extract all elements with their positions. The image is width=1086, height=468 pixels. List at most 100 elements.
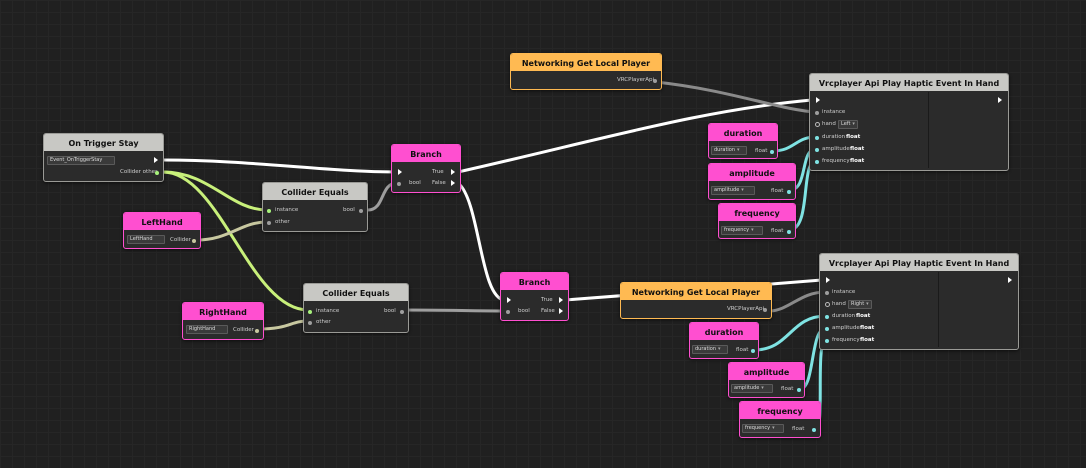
duration-in-port[interactable] (825, 315, 829, 319)
lefthand-value: LeftHand (130, 236, 153, 242)
node-title: Networking Get Local Player (511, 54, 661, 71)
float-out-port[interactable] (812, 428, 816, 432)
node-title: LeftHand (124, 213, 200, 230)
collider-out-label: Collider (233, 327, 254, 333)
lefthand-field[interactable]: LeftHand (127, 235, 165, 244)
bool-wire (401, 308, 507, 313)
exec-in-port[interactable] (816, 97, 820, 103)
amplitude-variable-node[interactable]: amplitude amplitude▾ float (708, 163, 796, 200)
hand-value: Left (841, 121, 851, 127)
hand-value: Right (851, 301, 865, 307)
instance-in-port[interactable] (267, 209, 271, 213)
instance-in-port[interactable] (825, 291, 829, 295)
amplitude-field[interactable]: amplitude▾ (731, 384, 773, 393)
righthand-field[interactable]: RightHand (186, 325, 228, 334)
exec-out-port[interactable] (1008, 277, 1012, 283)
hand-in-port[interactable] (825, 302, 830, 307)
instance-label: instance (822, 109, 846, 115)
other-in-port[interactable] (308, 321, 312, 325)
frequency-field[interactable]: frequency▾ (742, 424, 784, 433)
collider-out-port[interactable] (192, 239, 196, 243)
duration-field[interactable]: duration▾ (692, 345, 728, 354)
amplitude-label: amplitude (822, 146, 850, 152)
branch-node[interactable]: Branch bool True False (391, 144, 461, 193)
collider-wire (162, 170, 268, 212)
node-title: frequency (719, 204, 795, 221)
hand-dropdown[interactable]: Right▾ (848, 300, 872, 309)
float-out-port[interactable] (770, 150, 774, 154)
frequency-field[interactable]: frequency▾ (721, 226, 763, 235)
hand-dropdown[interactable]: Left▾ (838, 120, 858, 129)
frequency-in-port[interactable] (815, 160, 819, 164)
exec-out-port[interactable] (998, 97, 1002, 103)
condition-in-port[interactable] (506, 310, 510, 314)
frequency-variable-node[interactable]: frequency frequency▾ float (718, 203, 796, 239)
chevron-down-icon: ▾ (866, 301, 869, 307)
collider-out-port[interactable] (255, 329, 259, 333)
play-haptic-event-node[interactable]: Vrcplayer Api Play Haptic Event In Hand … (809, 73, 1009, 171)
duration-variable-node[interactable]: duration duration▾ float (708, 123, 778, 159)
instance-in-port[interactable] (308, 310, 312, 314)
player-wire (769, 290, 827, 313)
event-name-value: Event_OnTriggerStay (50, 157, 103, 163)
exec-wire (456, 181, 506, 302)
amplitude-field[interactable]: amplitude▾ (711, 186, 755, 195)
collider-out-label: Collider (170, 237, 191, 243)
exec-in-port[interactable] (398, 169, 402, 175)
node-title: Branch (501, 273, 568, 290)
duration-field[interactable]: duration▾ (711, 146, 747, 155)
true-out-port[interactable] (451, 169, 455, 175)
float-out-port[interactable] (751, 349, 755, 353)
amplitude-in-port[interactable] (815, 148, 819, 152)
collider-out-port[interactable] (155, 171, 159, 175)
player-out-label: VRCPlayerApi (727, 306, 765, 312)
node-title: Collider Equals (263, 183, 367, 200)
exec-wire (162, 158, 398, 174)
exec-out-port[interactable] (154, 157, 158, 163)
collider-equals-node[interactable]: Collider Equals instance other bool (303, 283, 409, 333)
lefthand-node[interactable]: LeftHand LeftHand Collider (123, 212, 201, 249)
condition-in-port[interactable] (397, 182, 401, 186)
righthand-node[interactable]: RightHand RightHand Collider (182, 302, 264, 340)
instance-in-port[interactable] (815, 111, 819, 115)
bool-out-port[interactable] (359, 209, 363, 213)
hand-in-port[interactable] (815, 122, 820, 127)
get-local-player-node[interactable]: Networking Get Local Player VRCPlayerApi (620, 282, 772, 319)
type-label: float (856, 313, 871, 319)
chevron-down-icon: ▾ (852, 121, 855, 127)
exec-in-port[interactable] (507, 297, 511, 303)
player-out-port[interactable] (653, 79, 657, 83)
collider-wire (257, 319, 309, 331)
node-title: amplitude (729, 363, 804, 380)
event-name-field[interactable]: Event_OnTriggerStay (47, 156, 115, 165)
other-in-port[interactable] (267, 221, 271, 225)
node-title: duration (709, 124, 777, 141)
amplitude-variable-node[interactable]: amplitude amplitude▾ float (728, 362, 805, 398)
play-haptic-event-node[interactable]: Vrcplayer Api Play Haptic Event In Hand … (819, 253, 1019, 350)
exec-in-port[interactable] (826, 277, 830, 283)
frequency-in-port[interactable] (825, 339, 829, 343)
type-label: float (850, 146, 865, 152)
float-out-port[interactable] (787, 230, 791, 234)
float-out-label: float (736, 347, 749, 353)
duration-value: duration (714, 147, 736, 153)
player-out-port[interactable] (763, 308, 767, 312)
on-trigger-stay-node[interactable]: On Trigger Stay Event_OnTriggerStay Coll… (43, 133, 164, 182)
false-out-port[interactable] (451, 180, 455, 186)
float-out-port[interactable] (797, 388, 801, 392)
amplitude-in-port[interactable] (825, 327, 829, 331)
chevron-down-icon: ▾ (718, 346, 721, 352)
duration-variable-node[interactable]: duration duration▾ float (689, 322, 759, 359)
branch-node[interactable]: Branch bool True False (500, 272, 569, 321)
collider-equals-node[interactable]: Collider Equals instance other bool (262, 182, 368, 232)
frequency-label: frequency (822, 158, 850, 164)
bool-out-port[interactable] (400, 310, 404, 314)
true-out-port[interactable] (559, 297, 563, 303)
frequency-variable-node[interactable]: frequency frequency▾ float (739, 401, 821, 438)
float-out-port[interactable] (787, 190, 791, 194)
duration-in-port[interactable] (815, 136, 819, 140)
righthand-value: RightHand (189, 326, 216, 332)
false-out-port[interactable] (559, 308, 563, 314)
get-local-player-node[interactable]: Networking Get Local Player VRCPlayerApi (510, 53, 662, 90)
